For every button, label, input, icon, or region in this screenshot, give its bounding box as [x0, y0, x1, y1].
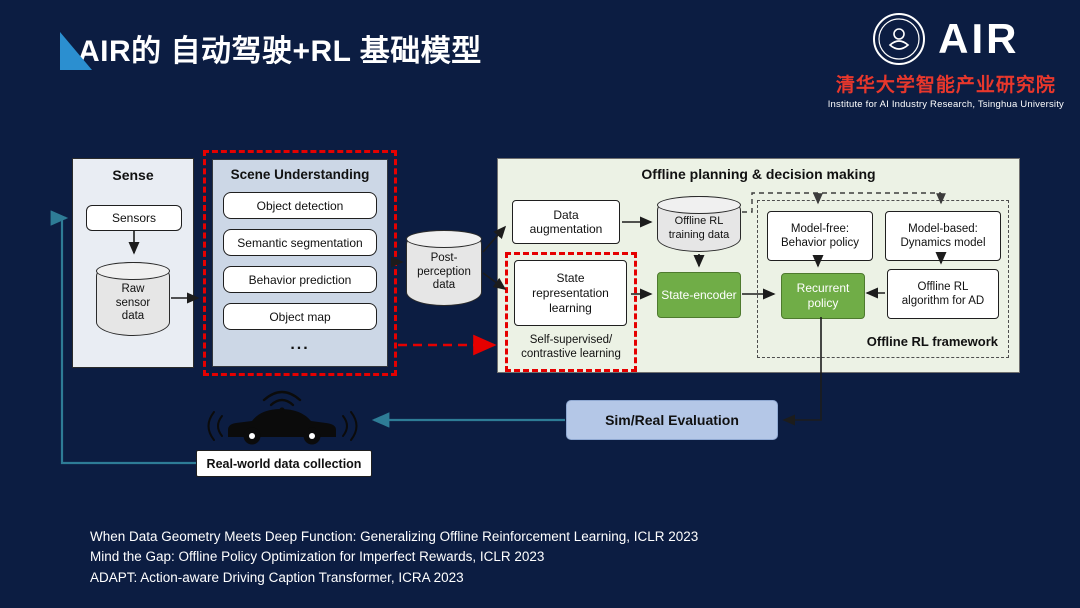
car-wifi-icon [207, 390, 358, 445]
model-free-node: Model-free: Behavior policy [767, 211, 873, 261]
institute-name-en: Institute for AI Industry Research, Tsin… [827, 99, 1064, 110]
model-based-node: Model-based: Dynamics model [885, 211, 1001, 261]
institute-name-cn: 清华大学智能产业研究院 [835, 75, 1056, 96]
scene-understanding-title: Scene Understanding [230, 167, 370, 182]
state-representation-node: State representation learning [514, 260, 627, 326]
data-augmentation-node: Data augmentation [512, 200, 620, 244]
slide-header: AIR的 自动驾驶+RL 基础模型 [60, 26, 482, 70]
car-data-collection-icon [200, 386, 365, 448]
scene-items-ellipsis: ... [290, 336, 310, 353]
brand-logo-row: AIR [872, 12, 1019, 66]
state-encoder-node: State-encoder [657, 272, 741, 318]
real-world-collection-node: Real-world data collection [196, 450, 372, 477]
offline-planning-title: Offline planning & decision making [641, 166, 876, 182]
citation-line: When Data Geometry Meets Deep Function: … [90, 529, 699, 544]
raw-sensor-data-label: Raw sensor data [115, 282, 151, 323]
scene-item-object-map: Object map [223, 303, 377, 330]
state-representation-highlight: State representation learning Self-super… [505, 252, 637, 372]
scene-understanding-highlight: Scene Understanding Object detection Sem… [203, 150, 397, 376]
offline-rl-framework-label: Offline RL framework [866, 334, 998, 349]
page-title: AIR的 自动驾驶+RL 基础模型 [78, 35, 482, 68]
scene-understanding-panel: Scene Understanding Object detection Sem… [212, 159, 388, 367]
citation-line: ADAPT: Action-aware Driving Caption Tran… [90, 569, 464, 585]
scene-item-behavior-prediction: Behavior prediction [223, 266, 377, 293]
citations-block: When Data Geometry Meets Deep Function: … [90, 527, 698, 588]
offline-rl-framework-group: Model-free: Behavior policy Model-based:… [757, 200, 1009, 358]
sim-real-evaluation-node: Sim/Real Evaluation [566, 400, 778, 440]
brand-block: AIR 清华大学智能产业研究院 Institute for AI Industr… [828, 12, 1064, 110]
post-perception-cylinder: Post-perception data [406, 230, 482, 306]
offline-rl-training-data-label: Offline RL training data [668, 215, 730, 241]
air-logo: AIR [938, 15, 1020, 62]
scene-item-object-detection: Object detection [223, 192, 377, 219]
self-supervised-label: Self-supervised/ contrastive learning [521, 334, 621, 361]
offline-rl-algorithm-node: Offline RL algorithm for AD [887, 269, 999, 319]
raw-sensor-data-cylinder: Raw sensor data [96, 262, 170, 336]
citation-line: Mind the Gap: Offline Policy Optimizatio… [90, 549, 545, 565]
recurrent-policy-node: Recurrent policy [781, 273, 865, 319]
scene-item-semantic-segmentation: Semantic segmentation [223, 229, 377, 256]
sensors-node: Sensors [86, 205, 182, 231]
post-perception-label: Post-perception data [417, 251, 471, 292]
sense-title: Sense [112, 167, 154, 183]
tsinghua-logo-icon [873, 13, 926, 65]
offline-rl-training-data-cylinder: Offline RL training data [657, 196, 741, 252]
